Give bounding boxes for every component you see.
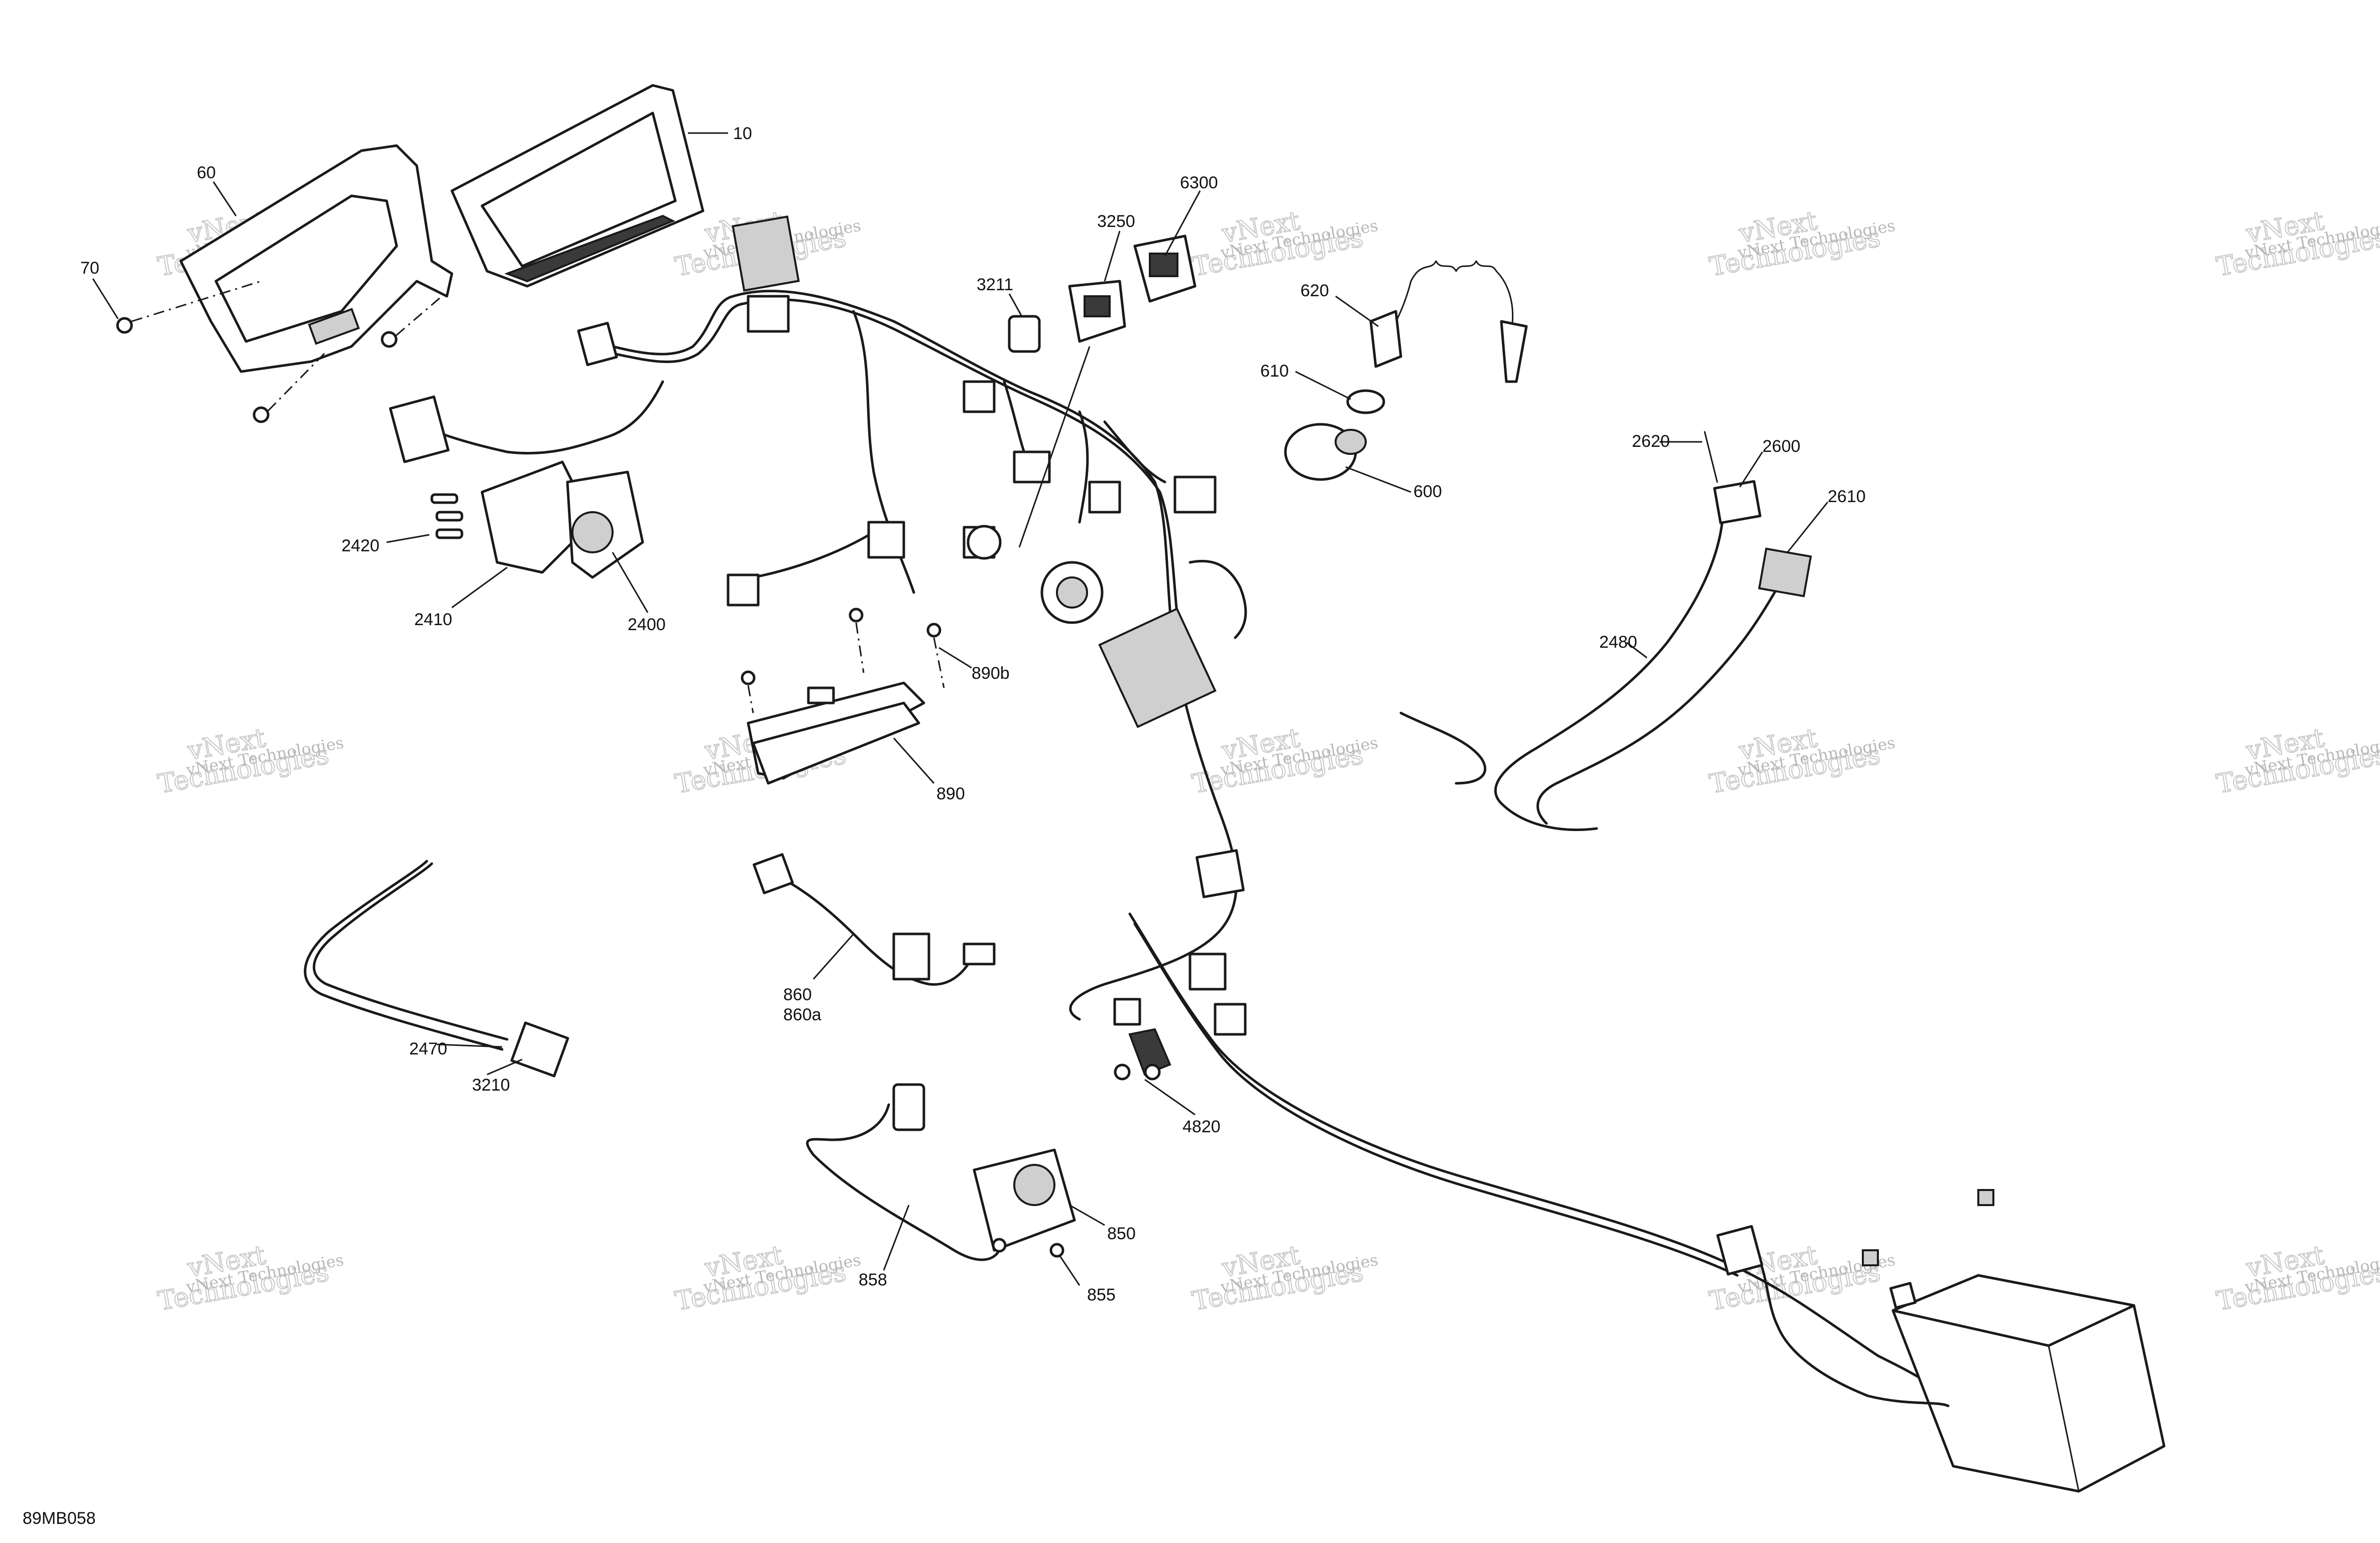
callout-3210: 3210 <box>472 1076 510 1095</box>
part-620-tether-cord <box>1369 260 1528 383</box>
callout-6300: 6300 <box>1180 173 1218 192</box>
callout-4820: 4820 <box>1182 1117 1221 1136</box>
callout-620: 620 <box>1300 281 1329 300</box>
callout-2400: 2400 <box>628 615 666 634</box>
watermark: vNext Technologies vNext Technologies <box>2214 723 2380 800</box>
watermark: vNext Technologies vNext Technologies <box>1189 723 1379 800</box>
part-10-instrument-cluster <box>450 84 704 288</box>
callout-2470: 2470 <box>409 1039 447 1058</box>
watermark: vNext Technologies vNext Technologies <box>1707 205 1896 283</box>
watermark: vNext Technologies vNext Technologies <box>1189 205 1379 283</box>
callout-2480: 2480 <box>1599 633 1637 652</box>
part-850-control-module <box>973 1148 1076 1252</box>
battery <box>1716 1189 2166 1493</box>
part-3211-connector <box>1008 315 1041 353</box>
part-70-screws <box>116 280 442 423</box>
watermark: vNext Technologies vNext Technologies <box>1189 1240 1379 1317</box>
part-890b-nuts <box>741 608 945 714</box>
leader-lines <box>92 132 1829 1286</box>
callout-850: 850 <box>1107 1224 1136 1243</box>
callout-10: 10 <box>733 124 752 143</box>
leader-3250-arrow <box>1018 346 1091 548</box>
callout-610: 610 <box>1260 362 1289 381</box>
watermark: vNext Technologies vNext Technologies <box>672 1240 862 1317</box>
main-wiring-harness <box>591 290 1950 1407</box>
watermark: vNext Technologies vNext Technologies <box>155 723 345 800</box>
part-890-bracket <box>747 681 925 785</box>
part-3210-connector <box>510 1021 569 1078</box>
callout-855: 855 <box>1087 1285 1116 1304</box>
watermark: vNext Technologies vNext Technologies <box>2214 205 2380 283</box>
callout-2610: 2610 <box>1828 487 1866 506</box>
callout-labels: 10 60 70 6300 3250 3211 620 610 600 2620… <box>80 124 1866 1304</box>
callout-2600: 2600 <box>1762 437 1801 456</box>
watermark: vNext Technologies vNext Technologies <box>155 1240 345 1317</box>
part-2420-pins <box>430 493 463 539</box>
watermark: vNext Technologies vNext Technologies <box>1707 723 1896 800</box>
part-4820-nuts <box>1114 1063 1161 1081</box>
part-610-ring <box>1346 389 1385 414</box>
callout-60: 60 <box>197 163 216 182</box>
callout-2620: 2620 <box>1632 432 1670 451</box>
part-2400-handlebar-switch <box>389 380 664 579</box>
part-855-fasteners <box>992 1238 1064 1258</box>
callout-2410: 2410 <box>414 610 452 629</box>
callout-3211: 3211 <box>977 275 1013 294</box>
callout-890: 890 <box>936 784 965 803</box>
part-600-key-receptacle <box>1284 423 1367 481</box>
part-860-harness <box>753 853 996 986</box>
part-2470-harness <box>304 860 509 1051</box>
part-6300-switch <box>1133 234 1197 303</box>
harness-connectors <box>577 215 1247 1076</box>
callout-858: 858 <box>859 1270 887 1289</box>
part-3250-switch <box>1068 280 1126 343</box>
part-2600-2610-2620-2480-harness <box>1399 431 1812 831</box>
callout-860a: 860a <box>783 1005 821 1024</box>
part-60-gauge-support <box>179 144 453 373</box>
figure-id: 89MB058 <box>23 1509 96 1528</box>
callout-890b: 890b <box>972 664 1010 683</box>
callout-3250: 3250 <box>1097 212 1135 231</box>
callout-70: 70 <box>80 259 99 278</box>
callout-600: 600 <box>1413 482 1442 501</box>
part-858-harness <box>806 1083 1001 1261</box>
callout-2420: 2420 <box>341 536 380 555</box>
callout-860: 860 <box>783 985 812 1004</box>
watermark: vNext Technologies vNext Technologies <box>2214 1240 2380 1317</box>
